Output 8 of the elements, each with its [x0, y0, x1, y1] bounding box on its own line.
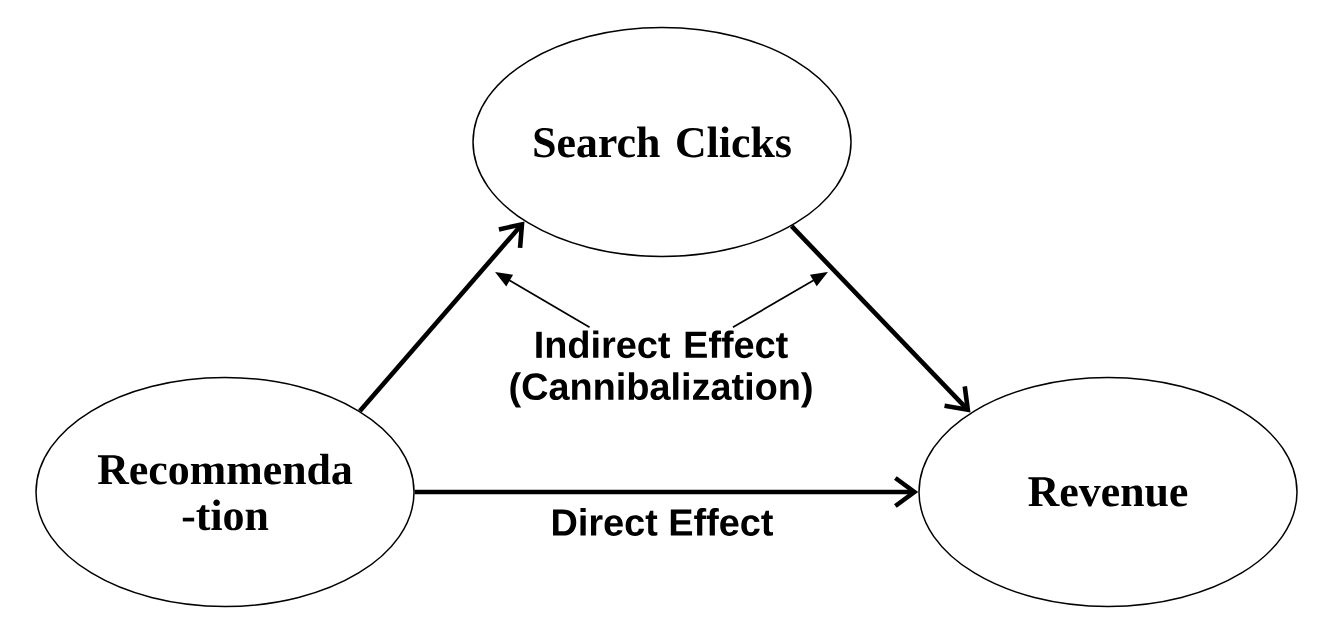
edge-label: Direct Effect	[548, 506, 776, 538]
arrow	[358, 221, 525, 413]
oval-node: Search Clicks	[472, 26, 852, 258]
arrow	[414, 476, 919, 508]
annotation-text: Indirect Effect (Cannibalization)	[510, 330, 812, 408]
arrow	[789, 224, 971, 413]
oval-node: Revenue	[918, 376, 1298, 608]
oval-node: Recommenda -tion	[35, 376, 415, 608]
